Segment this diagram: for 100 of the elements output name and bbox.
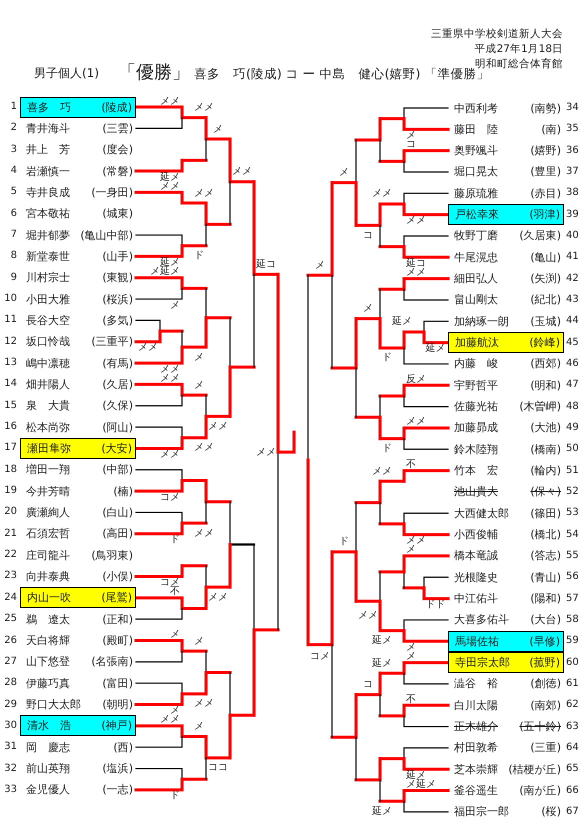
bracket-line — [135, 469, 183, 482]
bracket-line — [403, 192, 449, 205]
player-name: 奥野颯斗 — [454, 144, 498, 158]
score-mark: メ — [194, 380, 204, 390]
player-name: 福田宗一郎 — [454, 805, 509, 818]
bracket-line — [135, 426, 183, 438]
score-mark: メメ — [208, 592, 228, 602]
entry-number: 54 — [566, 528, 579, 541]
entry-number: 43 — [566, 294, 579, 306]
bracket-line — [403, 395, 449, 408]
score-mark: メ — [363, 304, 373, 314]
player-name: 中江佑斗 — [454, 592, 498, 606]
bracket-line — [403, 619, 449, 632]
entry-number: 38 — [566, 187, 579, 200]
bracket-line — [403, 107, 449, 120]
school-name: (一志) — [102, 783, 133, 796]
player-name: 庄司龍斗 — [26, 548, 70, 562]
school-name: (高田) — [102, 527, 133, 540]
bracket-line — [402, 149, 450, 163]
bracket-line — [134, 106, 184, 120]
bracket-line — [403, 347, 449, 365]
entry-number: 52 — [566, 486, 579, 498]
entry-number: 32 — [4, 762, 17, 775]
score-mark: メメ — [372, 189, 392, 198]
entry-number: 22 — [4, 549, 17, 562]
entry-number: 2 — [10, 122, 17, 134]
school-name: (答志) — [530, 549, 561, 562]
bracket-line — [403, 715, 449, 728]
score-mark: 反メ — [406, 374, 426, 384]
school-name: (桜浜) — [102, 292, 133, 306]
school-name: (度会) — [102, 143, 133, 156]
school-name: (亀山中部) — [80, 228, 133, 242]
school-name: (神戸) — [101, 719, 132, 732]
score-mark: メメ — [256, 448, 276, 457]
bracket-line — [402, 661, 450, 675]
player-box — [20, 96, 136, 118]
school-name: (菰野) — [529, 656, 560, 670]
bracket-line — [402, 789, 450, 803]
entry-number: 30 — [4, 720, 17, 732]
school-name: (南郊) — [530, 698, 561, 712]
bracket-line — [134, 639, 184, 653]
entry-number: 55 — [566, 550, 579, 562]
player-name: 橋本竜誠 — [454, 549, 498, 562]
bracket-line — [402, 202, 450, 216]
entry-number: 28 — [4, 677, 17, 690]
player-name: 鈴木陸翔 — [454, 442, 498, 456]
school-name: (楠) — [113, 484, 133, 498]
entry-number: 35 — [566, 123, 579, 136]
entry-number: 16 — [4, 421, 17, 434]
score-mark: メメ — [160, 364, 180, 374]
player-box — [448, 332, 564, 354]
score-mark: コ — [406, 140, 416, 150]
bracket-line — [134, 244, 184, 258]
school-name: (中部) — [102, 463, 133, 476]
score-mark: ド — [382, 353, 392, 362]
bracket-line — [135, 234, 183, 246]
player-name: 内山一吹 — [27, 591, 71, 604]
player-name: 澁谷 裕 — [454, 677, 498, 690]
school-name: (多気) — [102, 314, 133, 327]
school-name: (久保) — [102, 399, 133, 412]
bracket-line — [402, 757, 450, 771]
entry-number: 19 — [4, 485, 17, 498]
school-name: (明和) — [530, 378, 561, 392]
event-date: 平成27年1月18日 — [474, 43, 563, 56]
player-name: 畠山剛太 — [454, 293, 498, 306]
entry-number: 39 — [566, 208, 579, 221]
player-name: 細田弘人 — [454, 272, 498, 286]
score-mark: メメ — [372, 466, 392, 476]
player-name: 小西俊輔 — [454, 528, 498, 542]
bracket-line — [403, 438, 449, 450]
player-name: 畑井陽人 — [26, 378, 70, 391]
score-mark: ド — [339, 537, 349, 546]
entry-number: 53 — [566, 507, 579, 520]
entry-number: 41 — [566, 251, 579, 264]
entry-number: 25 — [4, 613, 17, 626]
bracket-line — [403, 800, 449, 812]
school-name: (鳥羽東) — [91, 548, 133, 562]
bracket-line — [135, 608, 183, 620]
score-mark: コ — [363, 230, 373, 240]
entry-number: 4 — [10, 165, 17, 178]
score-mark: 延メ — [372, 658, 392, 668]
school-name: (嬉野) — [530, 144, 561, 158]
score-mark: 延メ — [426, 344, 446, 354]
entry-number: 34 — [566, 102, 579, 114]
entry-number: 10 — [4, 293, 17, 306]
entry-number: 6 — [10, 208, 17, 220]
venue-name: 明和町総合体育館 — [475, 58, 563, 70]
player-name: 松本尚弥 — [26, 420, 70, 434]
score-mark: メ — [406, 642, 416, 652]
player-name: 瀬田隼弥 — [27, 442, 71, 455]
school-name: (陵成) — [101, 100, 132, 114]
score-mark: メ — [170, 300, 180, 310]
score-mark: メメ — [194, 528, 214, 538]
bracket-line — [402, 554, 450, 574]
score-mark: ココ — [208, 763, 228, 772]
school-name: (亀山) — [530, 250, 561, 264]
school-name: (大池) — [530, 421, 561, 434]
score-mark: メ — [406, 545, 416, 554]
bracket-line — [135, 650, 183, 662]
player-name: 堀口晃太 — [454, 165, 498, 178]
